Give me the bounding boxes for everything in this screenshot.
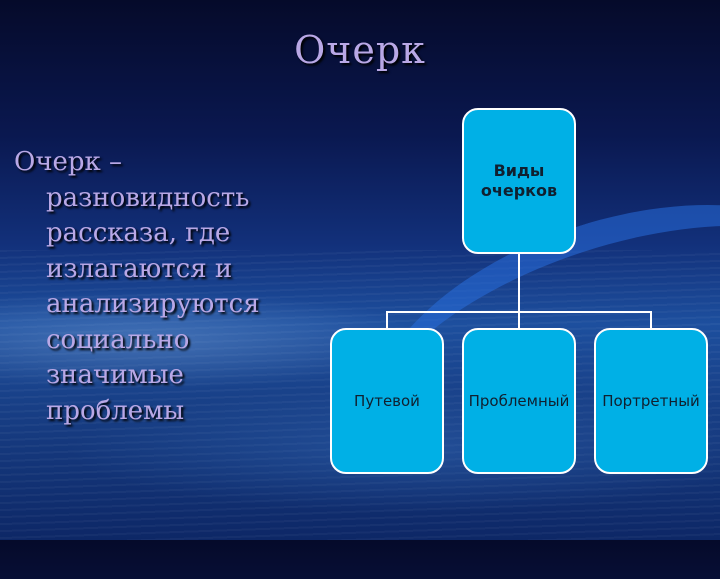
- definition-first-line: Очерк –: [14, 147, 123, 177]
- definition-body: разновидность рассказа, где излагаются и…: [46, 182, 260, 426]
- connector-child-2: [518, 311, 520, 328]
- diagram-child-box-travel: Путевой: [330, 328, 444, 474]
- diagram-root-label: Виды очерков: [480, 161, 558, 200]
- connector-child-3: [650, 311, 652, 328]
- connector-child-1: [386, 311, 388, 328]
- slide-title: Очерк: [294, 28, 426, 72]
- diagram-child-label: Портретный: [602, 392, 700, 410]
- diagram-child-box-problem: Проблемный: [462, 328, 576, 474]
- diagram-child-box-portrait: Портретный: [594, 328, 708, 474]
- diagram-root-box: Виды очерков: [462, 108, 576, 254]
- definition-text: Очерк – разновидность рассказа, где изла…: [14, 145, 314, 429]
- diagram-child-label: Путевой: [354, 392, 420, 410]
- diagram-child-label: Проблемный: [468, 392, 570, 410]
- connector-root-stem: [518, 254, 520, 312]
